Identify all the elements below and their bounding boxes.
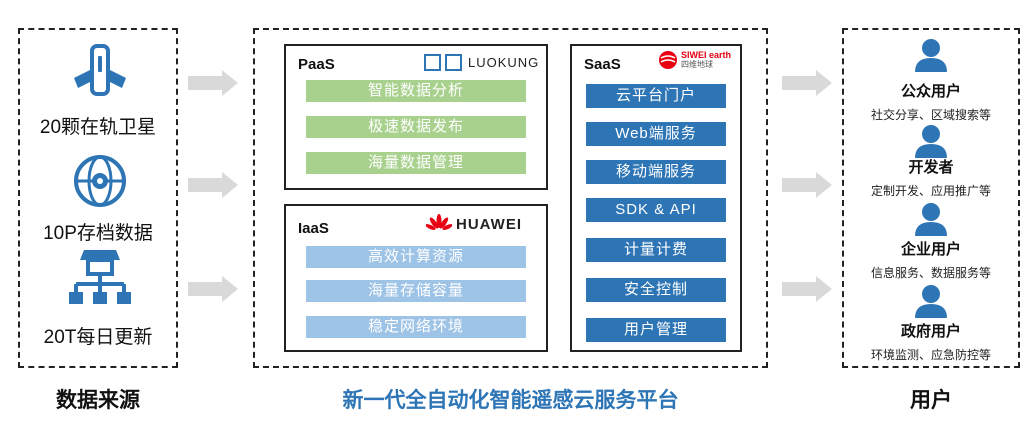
paas-item: 智能数据分析 bbox=[306, 80, 526, 102]
saas-item: 云平台门户 bbox=[586, 84, 726, 108]
arrow-right-icon bbox=[188, 276, 238, 302]
saas-item: SDK & API bbox=[586, 198, 726, 222]
satellite-icon bbox=[74, 44, 126, 96]
user-desc: 信息服务、数据服务等 bbox=[870, 266, 991, 280]
paas-title: PaaS bbox=[298, 56, 335, 73]
huawei-logo: HUAWEI bbox=[426, 214, 522, 234]
paas-item: 海量数据管理 bbox=[306, 152, 526, 174]
luokung-logo-mark bbox=[445, 54, 462, 71]
paas-item: 极速数据发布 bbox=[306, 116, 526, 138]
arrow-right-icon bbox=[782, 172, 832, 198]
luokung-logo-mark bbox=[424, 54, 441, 71]
arrow-right-icon bbox=[188, 172, 238, 198]
iaas-panel: IaaS HUAWEI 高效计算资源 海量存储容量 稳定网络环境 bbox=[284, 204, 548, 352]
user-icon bbox=[915, 39, 947, 72]
platform-box bbox=[253, 28, 768, 368]
saas-title: SaaS bbox=[584, 56, 621, 73]
satellite-label: 20颗在轨卫星 bbox=[39, 117, 157, 138]
iaas-item: 高效计算资源 bbox=[306, 246, 526, 268]
arrow-right-icon bbox=[188, 70, 238, 96]
arrow-right-icon bbox=[782, 276, 832, 302]
iaas-item: 稳定网络环境 bbox=[306, 316, 526, 338]
luokung-logo: LUOKUNG bbox=[424, 54, 539, 71]
user-name: 政府用户 bbox=[900, 323, 961, 340]
storage-label: 10P存档数据 bbox=[43, 223, 153, 244]
user-desc: 定制开发、应用推广等 bbox=[870, 184, 991, 198]
siwei-globe-icon bbox=[659, 51, 677, 69]
siwei-logo: SIWEI earth 四维地球 bbox=[658, 50, 731, 70]
arrow-right-icon bbox=[782, 70, 832, 96]
luokung-brand: LUOKUNG bbox=[468, 55, 540, 70]
saas-item: 计量计费 bbox=[586, 238, 726, 262]
platform-caption: 新一代全自动化智能遥感云服务平台 bbox=[342, 389, 679, 412]
huawei-brand: HUAWEI bbox=[456, 215, 522, 233]
saas-item: 安全控制 bbox=[586, 278, 726, 302]
saas-item: Web端服务 bbox=[586, 122, 726, 146]
user-desc: 环境监测、应急防控等 bbox=[870, 348, 991, 362]
users-caption: 用户 bbox=[910, 389, 952, 412]
iaas-item: 海量存储容量 bbox=[306, 280, 526, 302]
huawei-flower-icon bbox=[426, 214, 452, 230]
user-name: 开发者 bbox=[908, 159, 954, 176]
user-desc: 社交分享、区域搜索等 bbox=[870, 108, 991, 122]
data-source-box bbox=[18, 28, 178, 368]
siwei-text: SIWEI earth 四维地球 bbox=[681, 50, 731, 70]
user-name: 公众用户 bbox=[900, 83, 961, 100]
iaas-title: IaaS bbox=[298, 220, 329, 237]
paas-panel: PaaS LUOKUNG 智能数据分析 极速数据发布 海量数据管理 bbox=[284, 44, 548, 190]
user-icon bbox=[915, 285, 947, 318]
user-icon bbox=[915, 203, 947, 236]
saas-item: 用户管理 bbox=[586, 318, 726, 342]
saas-panel: SaaS SIWEI earth 四维地球 云平台门户 Web端服务 移动端服务… bbox=[570, 44, 742, 352]
siwei-brand-main: SIWEI earth bbox=[681, 50, 732, 60]
update-label: 20T每日更新 bbox=[43, 327, 153, 348]
users-box bbox=[842, 28, 1020, 368]
saas-item: 移动端服务 bbox=[586, 160, 726, 184]
globe-gear-icon bbox=[74, 155, 126, 207]
user-name: 企业用户 bbox=[900, 241, 961, 258]
network-tree-icon bbox=[69, 250, 131, 304]
data-source-caption: 数据来源 bbox=[56, 389, 140, 412]
siwei-brand-sub: 四维地球 bbox=[681, 60, 713, 69]
user-icon bbox=[915, 125, 947, 158]
